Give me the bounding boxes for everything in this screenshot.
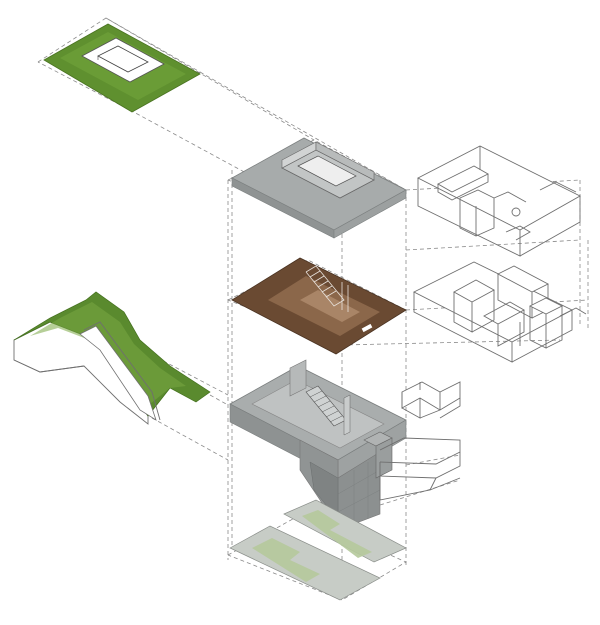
concrete-roof-slab <box>231 137 407 239</box>
wireframe-base <box>379 437 461 501</box>
green-roof-plan <box>43 23 201 113</box>
interior-floor <box>231 257 407 355</box>
ground-footprint <box>229 499 407 601</box>
wireframe-stair <box>401 381 461 419</box>
wireframe-lower-volume <box>413 261 587 363</box>
wireframe-upper-volume <box>417 145 581 257</box>
hillside-section <box>13 291 211 425</box>
